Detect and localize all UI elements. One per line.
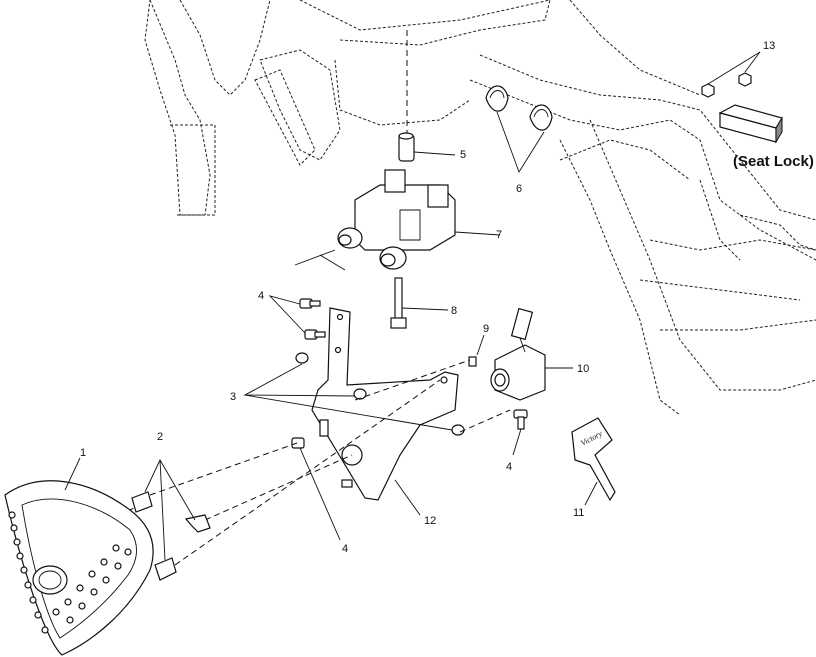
callout-6: 6 bbox=[516, 183, 522, 195]
coil-assembly-7 bbox=[337, 169, 456, 270]
clamp-6 bbox=[485, 85, 553, 131]
callout-4b: 4 bbox=[506, 461, 512, 473]
console-cover-1 bbox=[4, 480, 154, 656]
callout-9: 9 bbox=[483, 323, 489, 335]
callout-11: 11 bbox=[573, 507, 584, 519]
cover-vent-holes bbox=[8, 511, 132, 634]
grommet-3 bbox=[295, 352, 465, 436]
seat-lock-block bbox=[718, 104, 783, 144]
callout-8: 8 bbox=[451, 305, 457, 317]
spacer-5 bbox=[398, 30, 415, 162]
screw-9 bbox=[468, 356, 477, 367]
bracket-12 bbox=[311, 307, 459, 501]
clip-2 bbox=[131, 491, 211, 581]
callout-2: 2 bbox=[157, 431, 163, 443]
callout-3: 3 bbox=[230, 391, 236, 403]
callout-1: 1 bbox=[80, 447, 86, 459]
screw-4-lower bbox=[291, 437, 305, 449]
screw-4-upper bbox=[299, 298, 326, 340]
nut-13 bbox=[701, 72, 752, 98]
ignition-switch-10 bbox=[490, 307, 546, 401]
callout-5: 5 bbox=[460, 149, 466, 161]
bolt-8 bbox=[390, 277, 407, 329]
callout-7: 7 bbox=[496, 229, 502, 241]
callout-4c: 4 bbox=[342, 543, 348, 555]
callout-13: 13 bbox=[763, 40, 775, 52]
chassis-frame bbox=[144, 0, 816, 416]
callout-12: 12 bbox=[424, 515, 436, 527]
callout-4a: 4 bbox=[258, 290, 264, 302]
key-11: Victory bbox=[571, 417, 616, 502]
callout-10: 10 bbox=[577, 363, 589, 375]
seat-lock-label: (Seat Lock) bbox=[733, 153, 814, 170]
screw-4-right bbox=[513, 409, 528, 430]
